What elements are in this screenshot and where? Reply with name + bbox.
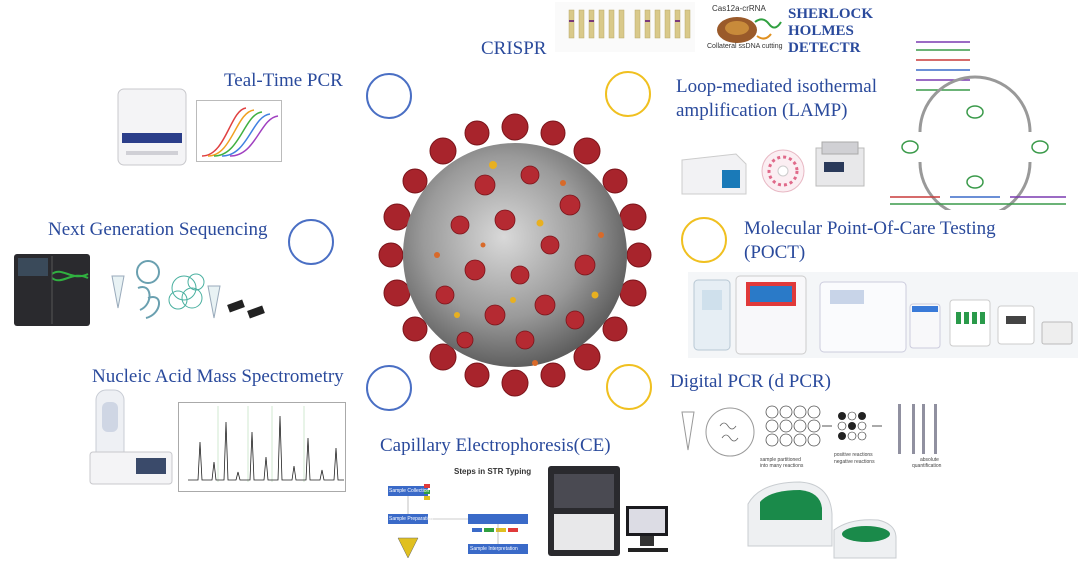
mass-spec-title: Nucleic Acid Mass Spectrometry [92, 366, 344, 387]
str-step-interpretation: Sample Interpretation [470, 546, 518, 552]
quant-label-line2: quantification [912, 463, 942, 469]
mass-spec-ring [366, 365, 412, 411]
poct-devices-image [688, 272, 1078, 358]
partition-label-line2: into many reactions [760, 463, 804, 469]
pcr-instrument-image [117, 88, 187, 166]
real-time-pcr-title: Teal-Time PCR [224, 70, 343, 91]
negative-reactions-label: negative reactions [834, 459, 875, 465]
poct-title-line2: (POCT) [744, 242, 806, 263]
poct-title-line1: Molecular Point-Of-Care Testing [744, 218, 996, 239]
collateral-cutting-label: Collateral ssDNA cutting [707, 43, 783, 50]
lamp-title-line1: Loop-mediated isothermal [676, 76, 878, 97]
cas12a-label: Cas12a-crRNA [712, 4, 766, 13]
lamp-mechanism-diagram [890, 41, 1066, 210]
sequencer-instrument-image [14, 254, 90, 326]
amplification-curves-image [196, 100, 282, 162]
mass-spectrometer-image [89, 389, 173, 485]
str-typing-heading: Steps in STR Typing [454, 467, 532, 476]
ce-title: Capillary Electrophoresis(CE) [380, 435, 611, 456]
crispr-title: CRISPR [481, 38, 547, 59]
detectr-label: DETECTR [788, 40, 861, 56]
sherlock-label: SHERLOCK [788, 6, 874, 22]
str-step-preparation: Sample Preparation [389, 516, 434, 522]
ce-instrument-image [548, 466, 668, 556]
lamp-reader-image [815, 141, 865, 187]
poct-ring [681, 217, 727, 263]
crispr-gel-strips-image [555, 2, 695, 52]
ngs-title: Next Generation Sequencing [48, 219, 268, 240]
dpcr-partition-diagram [681, 404, 937, 457]
str-typing-diagram [368, 462, 544, 566]
coronavirus-illustration [378, 113, 652, 397]
lamp-disc-chip-image [761, 149, 805, 193]
holmes-label: HOLMES [788, 23, 854, 39]
ngs-workflow-image [111, 260, 265, 319]
dpcr-instrument-image [747, 481, 897, 559]
dpcr-title: Digital PCR (d PCR) [670, 371, 831, 392]
real-time-pcr-ring [366, 73, 412, 119]
positive-reactions-label: positive reactions [834, 452, 873, 458]
dpcr-ring [606, 364, 652, 410]
partition-label-line1: sample partitioned [760, 457, 801, 463]
lamp-title-line2: amplification (LAMP) [676, 100, 848, 121]
lamp-ring [605, 71, 651, 117]
lamp-instrument-image [681, 153, 747, 195]
quant-label-line1: absolute [920, 457, 939, 463]
ngs-ring [288, 219, 334, 265]
str-step-collection: Sample Collection [389, 488, 430, 494]
mass-spectrum-plot-image [178, 402, 346, 492]
cas12a-complex-image [717, 17, 782, 43]
